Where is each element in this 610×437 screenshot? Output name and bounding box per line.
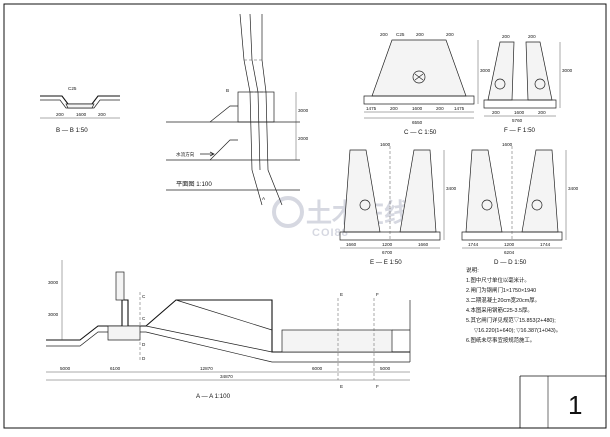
note-item: 2.闸门为钢闸门1×1750×1940 <box>466 286 536 294</box>
plan-marker-b: B <box>226 88 229 93</box>
cc-top-dim-3: 200 <box>446 32 454 37</box>
aa-marker-d1: D <box>142 342 146 347</box>
aa-dim-4: 6000 <box>312 366 323 371</box>
cc-total-dim: 6550 <box>412 120 423 125</box>
cc-height-dim: 3000 <box>480 68 491 73</box>
aa-marker-e1: E <box>340 292 343 297</box>
aa-marker-f2: F <box>376 384 379 389</box>
ff-bot-dim-2: 1600 <box>514 110 525 115</box>
section-dd: 1600 1744 1200 1744 6204 3400 D — D 1:50 <box>461 142 579 266</box>
cc-top-label: C25 <box>396 32 405 37</box>
dd-bot-dim-2: 1200 <box>504 242 515 247</box>
ff-bot-dim-1: 200 <box>492 110 500 115</box>
note-item: 3.二期混凝土20cm宽20cm厚。 <box>466 296 540 304</box>
aa-dim-3: 12870 <box>200 366 213 371</box>
aa-dim-1: 5000 <box>60 366 71 371</box>
cc-caption: C — C 1:50 <box>404 129 437 136</box>
section-aa: 5000 6100 12870 6000 5000 34870 3000 300… <box>46 260 411 400</box>
cc-bot-dim-2: 200 <box>390 106 398 111</box>
aa-caption: A — A 1:100 <box>196 393 231 400</box>
plan-marker-a: A <box>262 196 266 201</box>
ee-caption: E — E 1:50 <box>370 259 402 266</box>
bb-dim-mid: 1600 <box>76 112 87 117</box>
note-item: 4.本图采用钢筋C25-3.5厚。 <box>466 306 533 314</box>
cc-bot-dim-3: 1600 <box>412 106 423 111</box>
ee-height-dim: 3400 <box>446 186 457 191</box>
plan-caption: 平面图 1:100 <box>176 181 212 188</box>
cc-bot-dim-1: 1475 <box>366 106 377 111</box>
ee-bot-dim-1: 1660 <box>346 242 357 247</box>
cc-top-dim-1: 200 <box>380 32 388 37</box>
ee-bot-dim-2: 1200 <box>382 242 393 247</box>
bb-dim-left: 200 <box>56 112 64 117</box>
sheet-border <box>3 3 607 429</box>
cc-top-dim-2: 200 <box>416 32 424 37</box>
note-item: ▽16.220(1+640); ▽16.387(1+043)。 <box>474 328 561 334</box>
aa-marker-c1: C <box>142 294 146 299</box>
ff-bot-dim-3: 200 <box>538 110 546 115</box>
bb-dim-right: 200 <box>98 112 106 117</box>
aa-marker-d2: D <box>142 356 146 361</box>
aa-dim-2: 6100 <box>110 366 121 371</box>
notes-title: 说明: <box>466 266 479 274</box>
note-item: 5.其它闸门详见规范▽15.853(2+480); <box>466 316 556 324</box>
watermark-sub: COI88 <box>312 227 349 239</box>
aa-total-dim: 34870 <box>220 374 233 379</box>
plan-view: 3000 2000 水流方向 B A 平面图 1:100 <box>166 13 309 206</box>
dd-height-dim: 3400 <box>568 186 579 191</box>
section-bb: C25 200 1600 200 B — B 1:50 <box>40 86 120 134</box>
dd-caption: D — D 1:50 <box>494 259 527 266</box>
ee-bot-dim-3: 1660 <box>418 242 429 247</box>
plan-flow-label: 水流方向 <box>176 151 195 158</box>
aa-left-dim-1: 3000 <box>48 280 59 285</box>
ff-top-dim-2: 200 <box>528 34 536 39</box>
ff-top-dim-1: 200 <box>502 34 510 39</box>
cc-bot-dim-4: 200 <box>436 106 444 111</box>
note-item: 1.图中尺寸单位以毫米计。 <box>466 276 530 284</box>
notes-block: 说明: 1.图中尺寸单位以毫米计。 2.闸门为钢闸门1×1750×1940 3.… <box>466 266 561 344</box>
ff-height-dim: 3000 <box>562 68 573 73</box>
ff-total-dim: 5760 <box>512 118 523 123</box>
dd-top-dim: 1600 <box>502 142 513 147</box>
note-item: 6.图纸未尽事宜按规范施工。 <box>466 336 535 344</box>
section-ff: 200 200 200 1600 200 5760 3000 F — F 1:5… <box>483 34 573 134</box>
section-cc: C25 200 200 200 1475 200 1600 200 1475 6… <box>363 32 491 136</box>
aa-marker-c2: C <box>142 316 146 321</box>
watermark: 土木在线 COI88 <box>272 196 410 239</box>
aa-left-dim-2: 3000 <box>48 312 59 317</box>
sheet-number: 1 <box>568 390 582 420</box>
bb-caption: B — B 1:50 <box>56 127 88 134</box>
plan-dim-b: 2000 <box>298 136 309 141</box>
cc-bot-dim-5: 1475 <box>454 106 465 111</box>
ee-total-dim: 6700 <box>382 250 393 255</box>
section-ee: 1600 1660 1200 1660 6700 3400 E — E 1:50 <box>339 142 457 266</box>
aa-dim-5: 5000 <box>380 366 391 371</box>
ff-caption: F — F 1:50 <box>504 127 536 134</box>
dd-bot-dim-3: 1744 <box>540 242 551 247</box>
aa-marker-e2: E <box>340 384 343 389</box>
title-block: 1 <box>519 375 606 428</box>
dd-total-dim: 6204 <box>504 250 515 255</box>
dd-bot-dim-1: 1744 <box>468 242 479 247</box>
plan-dim-a: 3000 <box>298 108 309 113</box>
aa-marker-f1: F <box>376 292 379 297</box>
bb-c25-label: C25 <box>68 86 77 91</box>
ee-top-dim: 1600 <box>380 142 391 147</box>
